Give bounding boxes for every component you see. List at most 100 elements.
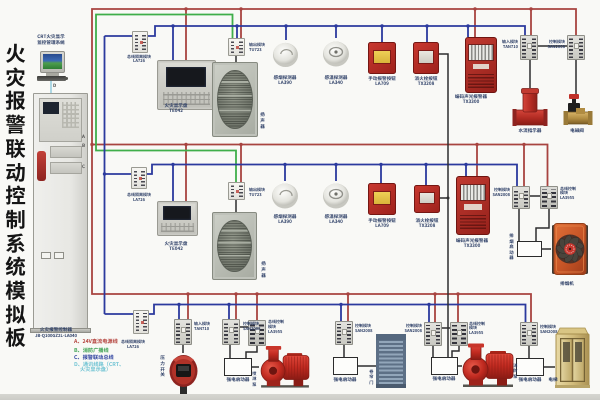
junction-dot [456,292,460,296]
module-terminal-strip [514,188,518,207]
bus-isolator-module-2[interactable] [131,167,147,189]
hydrant-button-glass[interactable] [417,49,435,64]
heat-detector-1-name: 感温探测器 [324,75,348,81]
output-module-2-model: TU723 [249,191,262,198]
junction-dot [184,7,188,11]
module-led [138,177,142,180]
call-point-glass[interactable] [372,49,392,64]
fire-pump-starter-box[interactable] [431,357,458,375]
control-module-a[interactable] [222,319,240,345]
junction-dot [177,302,181,307]
control-module-d[interactable] [520,322,538,346]
hydrant-button-1-model: TX3208 [417,80,435,87]
output-module-2[interactable] [228,182,245,200]
manual-call-point-2[interactable] [368,183,396,215]
crt-monitor-stand[interactable] [46,73,59,76]
fire-broadcast-speaker-2[interactable] [212,212,257,280]
module-terminal-strip [176,321,180,343]
junction-dot [284,24,288,28]
fire-pump[interactable] [461,342,515,389]
crt-mouse[interactable] [64,77,68,80]
smoke-detector-2[interactable] [271,181,299,209]
module-label-window [181,327,186,334]
cabinet-phone-handset[interactable] [37,151,46,181]
junction-dot [239,142,243,147]
bus-control-module-b-name-l2: 模块 [469,325,477,332]
output-module-1-model: TU723 [249,46,262,53]
starter-box-3-label: 强电启动器 [432,375,456,382]
smoke-vent-starter-box[interactable] [517,241,542,257]
module-terminal-strip [250,322,255,344]
hydrant-button-2-model: TX3208 [418,222,436,229]
roller-shutter-starter-box[interactable] [333,357,358,375]
hydrant-button-glass[interactable] [418,191,436,205]
shutter-lintel [376,334,406,340]
junction-dot [522,142,526,147]
pressure-switch[interactable] [167,352,200,397]
bus-control-module-mid[interactable] [540,186,558,209]
fire-display-panel-2[interactable] [157,201,198,236]
bus-control-module-a[interactable] [248,320,266,346]
sprinkler-pump-starter-box[interactable] [224,358,252,376]
bus-control-module-b[interactable] [450,322,468,346]
cabinet-model-label: JB-Q100GZ2L-LA040 [35,332,77,339]
junction-dot [427,302,431,307]
fire-alarm-controller-cabinet[interactable] [33,93,88,329]
smoke-detector-1[interactable] [272,40,299,68]
module-terminal-strip [426,324,430,344]
control-module-top[interactable] [567,35,585,60]
cabinet-control-panel[interactable] [39,98,82,142]
hydrant-button-2[interactable] [414,185,440,213]
elevator-starter-box[interactable] [516,358,544,376]
hydrant-button-1[interactable] [413,42,439,74]
crt-keyboard[interactable] [37,76,66,81]
hydrant-button-1-name: 消火栓按钮 [414,75,438,82]
sprinkler-pump[interactable] [258,345,312,389]
bus-isolator-module-3[interactable] [133,310,149,334]
cabinet-keys[interactable] [62,102,79,128]
solenoid-valve[interactable] [563,94,593,130]
call-point-glass[interactable] [372,190,392,205]
bus-isolator-module-1[interactable] [132,31,148,53]
module-terminal-strip [337,323,341,343]
sounder-horn-ribs [468,72,494,88]
bus-control-module-mid-model: LA3955 [560,195,575,202]
fire-display-panel-1[interactable] [157,60,216,110]
fire-roller-shutter[interactable] [376,334,406,388]
speaker-grille [217,219,252,273]
control-module-b-model: SAN2008 [355,327,373,334]
crt-monitor[interactable] [40,51,65,73]
panel-buttons[interactable] [162,91,211,106]
module-terminal-strip [135,313,139,331]
legend-item-telephone-2: 火灾显示盘） [80,366,112,373]
module-terminal-strip [569,37,573,58]
fire-broadcast-speaker-1[interactable] [212,62,258,137]
sounder-strobe-2[interactable] [456,176,490,235]
smoke-exhaust-fan[interactable] [550,222,590,276]
module-terminal-strip [551,188,556,207]
smoke-detector-1-model: LA390 [278,80,292,87]
shutter-curtain[interactable] [376,340,406,384]
sounder-strobe-1[interactable] [465,37,497,93]
display-panel-1-name: 火灾显示盘 [164,103,188,109]
control-module-b[interactable] [335,321,353,345]
output-module-1[interactable] [228,38,245,56]
board-title: 火灾报警联动控制系统模拟板 [5,37,26,352]
manual-call-point-1[interactable] [368,42,396,74]
junction-dot [346,292,350,296]
heat-detector-1[interactable] [322,38,350,68]
cabinet-base[interactable] [30,328,91,333]
control-module-c[interactable] [424,322,442,346]
control-module-a-model: SAN2008 [243,325,261,332]
heat-detector-2[interactable] [322,181,350,209]
control-module-mid-model: SAN2008 [492,191,511,198]
input-module-3[interactable] [174,319,192,345]
elevator[interactable] [554,326,591,389]
input-module-top[interactable] [520,35,538,60]
panel-buttons[interactable] [161,223,194,233]
water-flow-indicator[interactable] [512,88,548,130]
control-module-mid[interactable] [512,186,530,209]
